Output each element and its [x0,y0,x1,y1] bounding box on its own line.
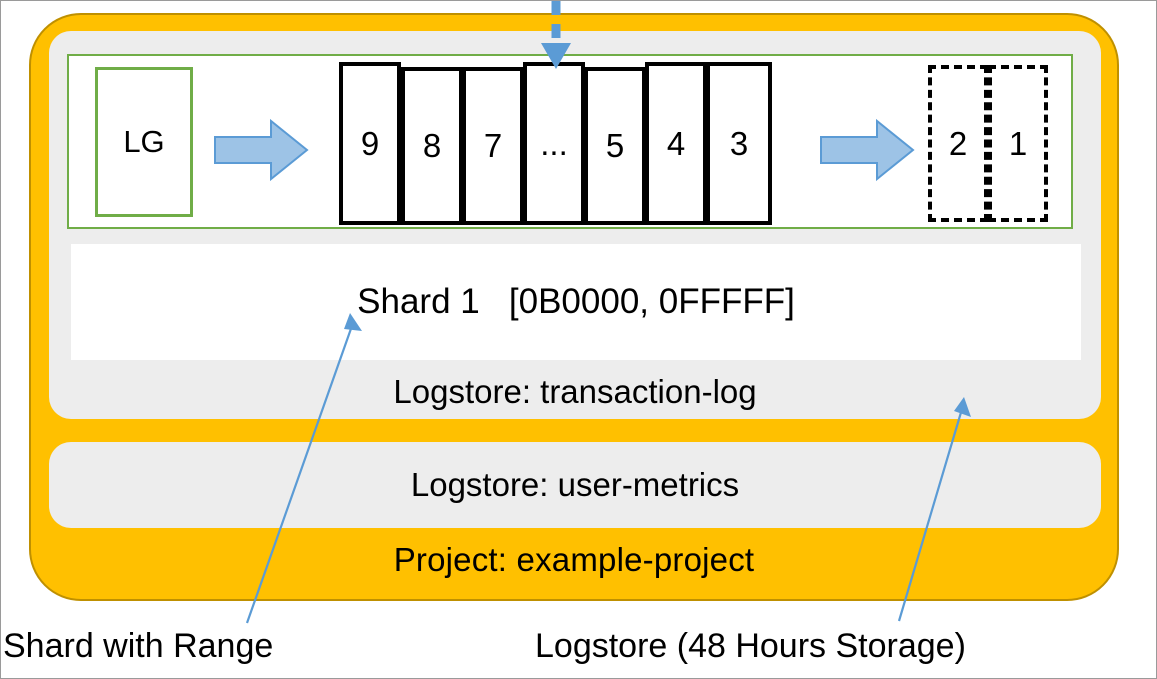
queue-cell-label: 5 [605,127,625,164]
logstore-transaction-log-label: Logstore: transaction-log [49,366,1101,418]
queue-cell: 5 [584,67,646,225]
queue-cell: 3 [706,62,772,225]
shard-label: Shard 1 [0B0000, 0FFFFF] [71,244,1081,360]
queue-cell: 8 [401,67,463,225]
project-label: Project: example-project [29,534,1119,586]
archive-cell-label: 1 [1008,124,1028,162]
queue-cell-label: 4 [666,124,686,162]
queue-cell-label: 8 [422,127,442,164]
shard-strip [71,244,1081,360]
queue-cell-label: ... [540,124,568,162]
queue-cell-label: 3 [729,124,749,162]
right-block-arrow-icon [819,117,915,183]
archive-cell: 1 [988,65,1048,222]
project-label-text: Project: example-project [393,541,755,578]
log-group-box: LG [95,67,193,217]
queue-cell: 4 [645,62,707,225]
caption-text: Logstore (48 Hours Storage) [535,627,966,665]
right-block-arrow-icon [213,117,309,183]
shard-label-text: Shard 1 [0B0000, 0FFFFF] [357,282,795,321]
caption-shard-with-range: Shard with Range [3,627,273,666]
queue-cell: ... [523,62,585,225]
queue-cell: 7 [462,67,524,225]
caption-text: Shard with Range [3,627,274,665]
caption-logstore-storage: Logstore (48 Hours Storage) [535,627,966,666]
log-group-label: LG [123,124,165,159]
queue-cell-label: 9 [360,124,380,162]
queue-cell: 9 [339,62,401,225]
archive-cell: 2 [928,65,988,222]
archive-cell-label: 2 [948,124,968,162]
queue-cell-label: 7 [483,127,503,164]
logstore-label-text: Logstore: user-metrics [410,466,740,503]
logstore-label-text: Logstore: transaction-log [393,373,757,410]
logstore-user-metrics-label: Logstore: user-metrics [49,442,1101,528]
